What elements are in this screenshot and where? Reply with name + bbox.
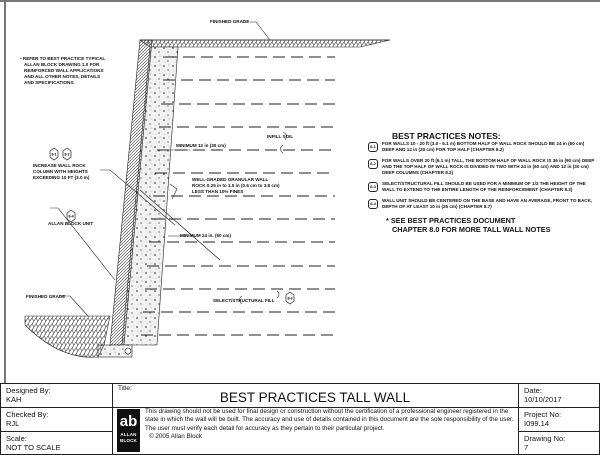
hex-tag-8-1: 8-1 <box>51 153 56 157</box>
date-label: Date: <box>524 386 542 395</box>
scale-cell: Scale:NOT TO SCALE <box>0 431 113 455</box>
hex-tag-8-4: 8-4 <box>68 215 73 219</box>
refer-note-line: REINFORCED WALL APPLICATIONS <box>24 68 104 73</box>
designed-by-cell: Designed By:KAH <box>0 383 113 408</box>
project-label: Project No: <box>524 410 562 419</box>
disclaimer: This drawing should not be used for fina… <box>145 408 515 441</box>
drawing-no-cell: Drawing No:7 <box>518 431 600 455</box>
refer-note-line: AND ALL OTHER NOTES, DETAILS <box>24 74 101 79</box>
refer-note-line: • REFER TO BEST PRACTICE TYPICAL <box>20 56 106 61</box>
project-cell: Project No:I099.14 <box>518 407 600 432</box>
select-fill-label: SELECT/STRUCTURAL FILL <box>213 298 275 303</box>
note-text: WALL UNIT SHOULD BE CENTERED ON THE BASE… <box>382 198 593 209</box>
minimum-24-label: MINIMUM 24 in. (60 cm) <box>180 233 232 238</box>
refer-note: • REFER TO BEST PRACTICE TYPICAL ALLAN B… <box>20 56 105 86</box>
hex-tag: 8-3 <box>368 182 378 192</box>
checked-by-label: Checked By: <box>6 410 49 419</box>
project-value: I099.14 <box>524 419 550 428</box>
note-item: 8-2 FOR WALLS OVER 20 ft (6.1 m) TALL, TH… <box>368 158 596 176</box>
label-line: INCREASE WALL ROCK <box>33 163 86 168</box>
drawing-title: BEST PRACTICES TALL WALL <box>219 390 411 405</box>
scale-label: Scale: <box>6 434 27 443</box>
refer-note-line: ALLAN BLOCK DRAWING 1.0 FOR <box>24 62 100 67</box>
designed-by-value: KAH <box>6 395 22 404</box>
top-grade-soil <box>139 39 391 48</box>
hex-tag-8-3: 8-3 <box>287 297 292 301</box>
sheet-border <box>0 0 600 383</box>
note-text: FOR WALLS 10 - 20 ft (3.0 - 6.1 m) BOTTO… <box>382 141 585 152</box>
designed-by-label: Designed By: <box>6 386 51 395</box>
infill-soil-label: INFILL SOIL <box>267 134 294 139</box>
copyright-text: © 2005 Allan Block <box>149 432 202 440</box>
logo-name: ALLAN <box>120 432 137 437</box>
note-item: 8-1 FOR WALLS 10 - 20 ft (3.0 - 6.1 m) BO… <box>368 141 596 153</box>
hex-tags <box>49 147 295 305</box>
finished-grade-bottom-label: FINISHED GRADE <box>26 294 66 299</box>
note-item: 8-3 SELECT/STRUCTURAL FILL SHOULD BE USED… <box>368 181 596 193</box>
date-value: 10/10/2017 <box>524 395 562 404</box>
geogrid-reinforcement <box>141 56 335 336</box>
notes-title: BEST PRACTICES NOTES: <box>392 131 501 141</box>
refer-note-line: AND SPECIFICATIONS. <box>24 80 75 85</box>
note-text: SELECT/STRUCTURAL FILL SHOULD BE USED FO… <box>382 181 586 192</box>
checked-by-cell: Checked By:RJL <box>0 407 113 432</box>
note-text: FOR WALLS OVER 20 ft (6.1 m) TALL, THE B… <box>382 158 595 175</box>
see-more-note: * SEE BEST PRACTICES DOCUMENT CHAPTER 8.… <box>386 216 551 234</box>
hex-tag: 8-4 <box>368 199 378 209</box>
minimum-12-label: MINIMUM 12 in (30 cm) <box>176 143 226 148</box>
leader-lines <box>50 21 287 317</box>
hex-tag: 8-2 <box>368 159 378 169</box>
hex-tag: 8-1 <box>368 142 378 152</box>
label-line: ROCK 0.25 in to 1.5 in (0.6 cm to 3.8 cm… <box>192 183 280 188</box>
bottom-grade-soil <box>24 315 111 358</box>
allan-block-unit-label: ALLAN BLOCK UNIT <box>48 221 94 226</box>
date-cell: Date:10/10/2017 <box>518 383 600 408</box>
checked-by-value: RJL <box>6 419 20 428</box>
see-more-line: CHAPTER 8.0 FOR MORE TALL WALL NOTES <box>392 225 551 234</box>
label-line: COLUMN WITH HEIGHTS <box>33 169 88 174</box>
drawing-no-label: Drawing No: <box>524 434 566 443</box>
see-more-line: * SEE BEST PRACTICES DOCUMENT <box>386 216 516 225</box>
logo-mark: ab <box>119 413 138 430</box>
well-graded-rock-label: WELL-GRADED GRANULAR WALL ROCK 0.25 in t… <box>192 177 280 195</box>
label-line: LESS THAN 10% FINES <box>192 189 244 194</box>
note-item: 8-4 WALL UNIT SHOULD BE CENTERED ON THE B… <box>368 198 596 210</box>
drain-pipe <box>124 347 132 355</box>
drawing-no-value: 7 <box>524 443 529 452</box>
logo-name: BLOCK <box>120 438 137 443</box>
finished-grade-top-label: FINISHED GRADE <box>210 19 250 24</box>
scale-value: NOT TO SCALE <box>6 443 61 452</box>
divider <box>112 407 519 408</box>
hex-tag-8-2: 8-2 <box>64 153 69 157</box>
increase-rock-label: INCREASE WALL ROCK COLUMN WITH HEIGHTS E… <box>33 163 89 181</box>
disclaimer-text: This drawing should not be used for fina… <box>145 408 514 432</box>
label-line: EXCEEDING 10 FT (3.0 m) <box>33 175 90 180</box>
title-label: Title: <box>118 385 132 392</box>
label-line: WELL-GRADED GRANULAR WALL <box>192 177 269 182</box>
allan-block-logo: ab ALLAN BLOCK <box>117 409 140 452</box>
